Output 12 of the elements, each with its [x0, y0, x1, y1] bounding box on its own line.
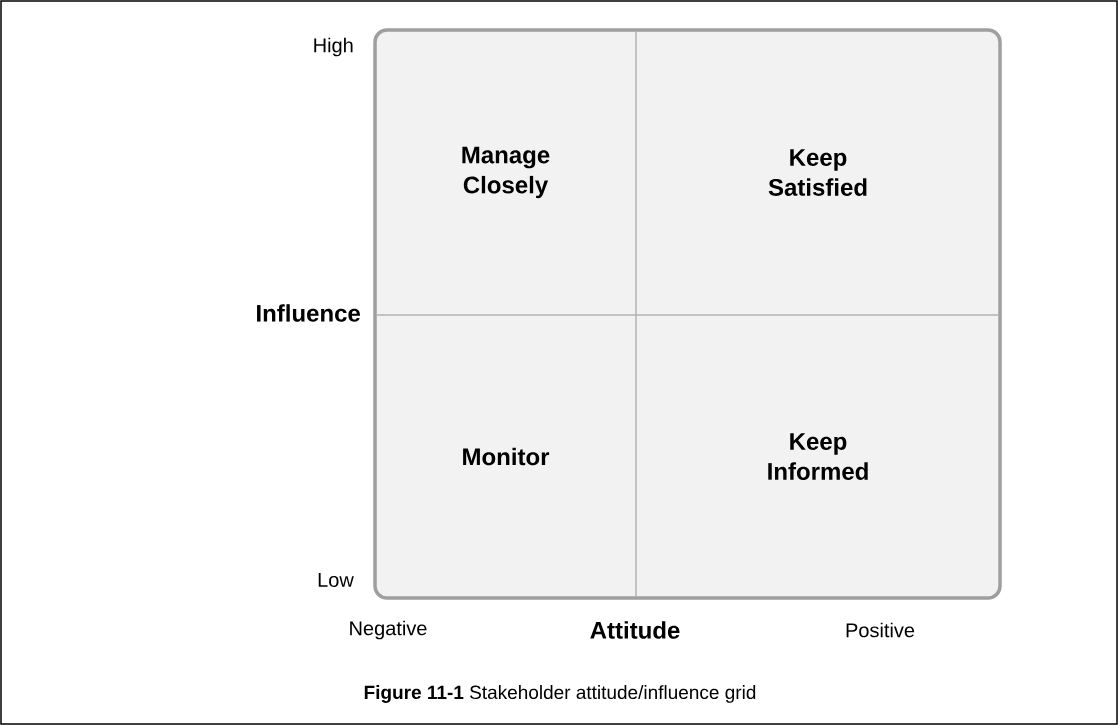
axis-end-label: Positive	[846, 622, 915, 638]
quadrant-label: Manage Closely	[462, 146, 550, 199]
axis-title: Influence	[257, 304, 360, 322]
quadrant-label: Keep Satisfied	[768, 149, 867, 196]
axis-end-label: High	[314, 37, 353, 57]
figure-caption: Figure 11-1 Stakeholder attitude/influence grid	[364, 685, 756, 703]
axis-end-label: Low	[318, 573, 354, 587]
axis-title: Attitude	[590, 621, 680, 639]
axis-end-label: Negative	[350, 620, 427, 640]
quadrant-label: Monitor	[463, 447, 550, 466]
quadrant-label: Keep Informed	[768, 433, 868, 480]
grid-box	[373, 28, 1002, 600]
